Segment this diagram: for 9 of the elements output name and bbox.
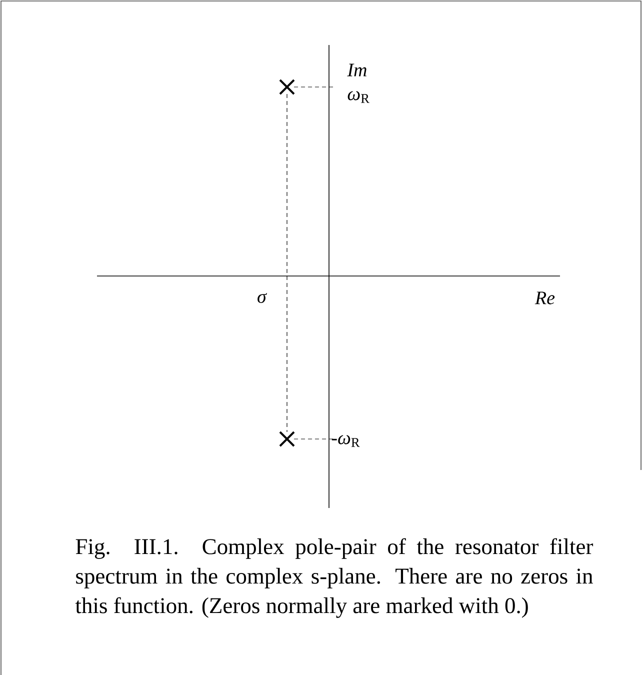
axis-label: Im xyxy=(347,64,366,76)
axis-label: σ xyxy=(258,293,267,303)
pole-mark xyxy=(279,431,295,447)
pole-mark xyxy=(279,79,295,95)
axis-label: Re xyxy=(534,292,555,304)
axis-label: ω$_{R}$ xyxy=(348,91,370,103)
axis-label: -ω$_{R}$ xyxy=(332,435,360,447)
caption: Fig. III.1. Complex pole-pair of the resonator filter spectrum in the complex s-plane. There are no zeros in this function. (Zeros normally are marked with 0.) xyxy=(75,538,594,618)
dashed-line xyxy=(286,94,288,432)
